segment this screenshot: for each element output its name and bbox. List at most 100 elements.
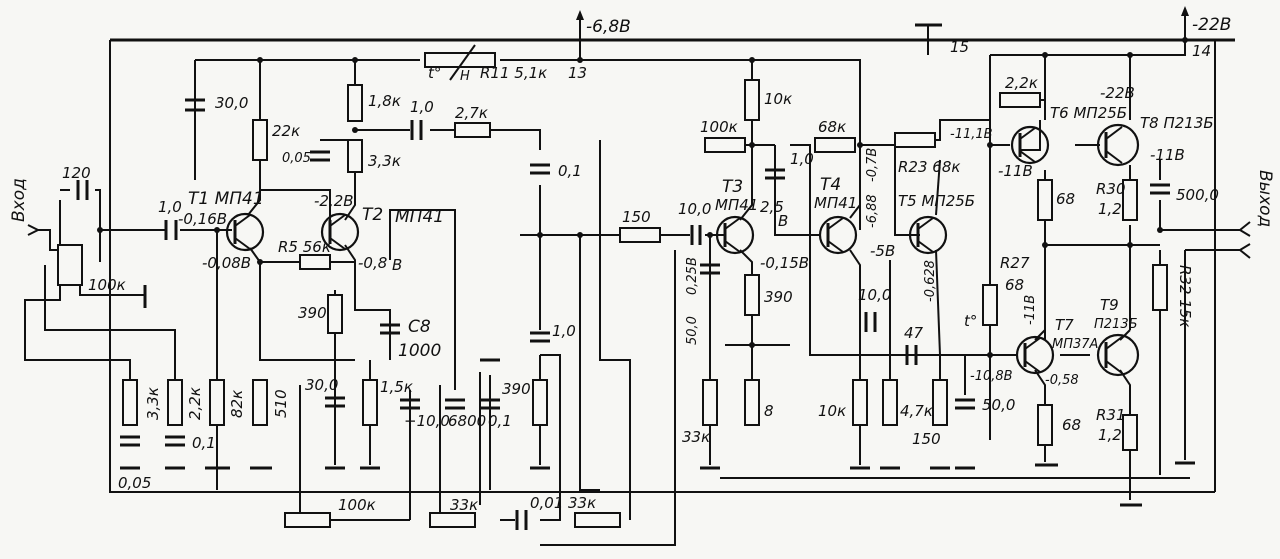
t5-v-label: -0,628 (923, 260, 938, 302)
t9-type-label: П213Б (1094, 317, 1138, 332)
transistor-t8 (1096, 123, 1140, 167)
r-68-t7-label: 68 (1062, 416, 1081, 434)
r-33k-top-label: 3,3к (368, 152, 401, 170)
r-150-b (932, 379, 948, 426)
r-33k-t3 (702, 379, 718, 426)
t3-c-label: 2,5 (760, 198, 784, 216)
thermo-h-label: Н (460, 69, 470, 84)
pot-33k-a (429, 512, 476, 528)
c-30-top-label: 30,0 (215, 94, 248, 112)
r30 (1122, 179, 1138, 221)
transistor-t4 (818, 215, 858, 255)
node-15: 15 (950, 38, 969, 56)
r27-val-label: 68 (1005, 276, 1024, 294)
node-13: 13 (568, 64, 587, 82)
r-27k-label: 2,7к (455, 104, 488, 122)
r30-val-label: 1,2 (1098, 200, 1122, 218)
terminal-arrows (27, 6, 1251, 259)
r-390-t3-label: 390 (764, 288, 793, 306)
r30-label: R30 (1096, 180, 1126, 198)
t1-b-label: -0,16В (178, 210, 227, 228)
r31-label: R31 (1096, 406, 1126, 424)
capacitors (76, 98, 1170, 530)
c-100-t3-label: 10,0 (678, 200, 711, 218)
c-01-a-label: 0,1 (192, 434, 216, 452)
r-68k-label: 68к (818, 118, 846, 136)
r32-label: R32 15к (1176, 265, 1194, 327)
r-100k-t3 (704, 137, 746, 153)
transistor-t6 (1010, 125, 1050, 165)
r23-label: R23 68к (898, 158, 960, 176)
t5-label: Т5 МП25Б (898, 192, 975, 210)
r27-t-label: t° (964, 312, 977, 330)
r-150-b-label: 150 (912, 430, 941, 448)
c-001-label: 0,01 (530, 494, 563, 512)
wiring (24, 14, 1240, 546)
output-label: Выход (1255, 170, 1275, 227)
c-6800-label: 6800 (448, 412, 486, 430)
r-3-3k-b (122, 379, 138, 426)
t3-e-label: -0,15В (760, 254, 809, 272)
t7-e-label: -0,58 (1045, 373, 1079, 388)
r-68-t6 (1037, 179, 1053, 221)
r23 (894, 132, 936, 148)
t1-e-label: -0,08В (202, 254, 251, 272)
t9-label: Т9 (1100, 296, 1119, 314)
t3-c-unit-label: В (778, 212, 788, 230)
supply-neg68-label: -6,8В (586, 17, 631, 37)
transistor-t9 (1096, 333, 1140, 377)
r-18k-label: 1,8к (368, 92, 401, 110)
pot-100k-in (57, 244, 83, 286)
r27-label: R27 (1000, 254, 1030, 272)
transistor-t2 (320, 212, 360, 252)
r-8 (744, 379, 760, 426)
r-2-7k (454, 122, 491, 138)
t2-e-label: -0,8 (358, 254, 387, 272)
r-2-2k-t6 (999, 92, 1041, 108)
r-22k-t6-label: 2,2к (1005, 74, 1038, 92)
pot-100k-b (284, 512, 331, 528)
r-390-a (327, 294, 343, 334)
r-2-2k-b (167, 379, 183, 426)
c-500-t3-label: 50,0 (685, 316, 700, 345)
node-14: 14 (1192, 42, 1211, 60)
t3-b-label: 0,25В (685, 257, 700, 295)
t4-c-label: -6,88 (865, 194, 880, 228)
r5 (299, 254, 331, 270)
r-510 (252, 379, 268, 426)
t4-e-label: -5В (870, 242, 895, 260)
c-47-label: 47 (904, 324, 924, 342)
c-005-label: 0,05 (282, 151, 311, 166)
r-1-8k (347, 84, 363, 122)
r-68-t6-label: 68 (1056, 190, 1075, 208)
t4-type-label: МП41 (814, 194, 857, 212)
r-150-a (619, 227, 661, 243)
pot-100k-in-label: 100к (88, 276, 126, 294)
r-22k (252, 119, 268, 161)
c-10-b-label: +10,0 (404, 412, 450, 430)
t2-type-label: МП41 (395, 207, 444, 227)
transistor-t3 (715, 215, 755, 255)
c-in-1-label: 1,0 (158, 198, 182, 216)
r-4-7k (882, 379, 898, 426)
transistor-t5 (908, 215, 948, 255)
pot-33k-b-label: 33к (568, 494, 596, 512)
thermo-t-label: t° (428, 64, 441, 82)
r-150-a-label: 150 (622, 208, 651, 226)
r23-v-label: -11,1В (950, 127, 993, 142)
t8-v-label: -22В (1100, 84, 1135, 102)
t2-e-unit-label: В (392, 256, 402, 274)
t8-label: Т8 П213Б (1140, 114, 1214, 132)
r-8-label: 8 (764, 402, 774, 420)
r-68k (814, 137, 856, 153)
labels: Вход Выход -6,8В -22В 13 14 15 R11 5,1к … (9, 15, 1275, 514)
r-390-t3 (744, 274, 760, 316)
t2-label: Т2 (362, 205, 383, 225)
t1-label: Т1 МП41 (188, 189, 264, 209)
r-15k-label: 1,5к (380, 378, 413, 396)
transistor-t1 (225, 212, 265, 252)
t6-v-label: -11В (998, 162, 1033, 180)
r-22k-label: 22к (272, 122, 300, 140)
c8-val-label: 1000 (398, 341, 441, 361)
c-100-t4-label: 10,0 (858, 286, 891, 304)
